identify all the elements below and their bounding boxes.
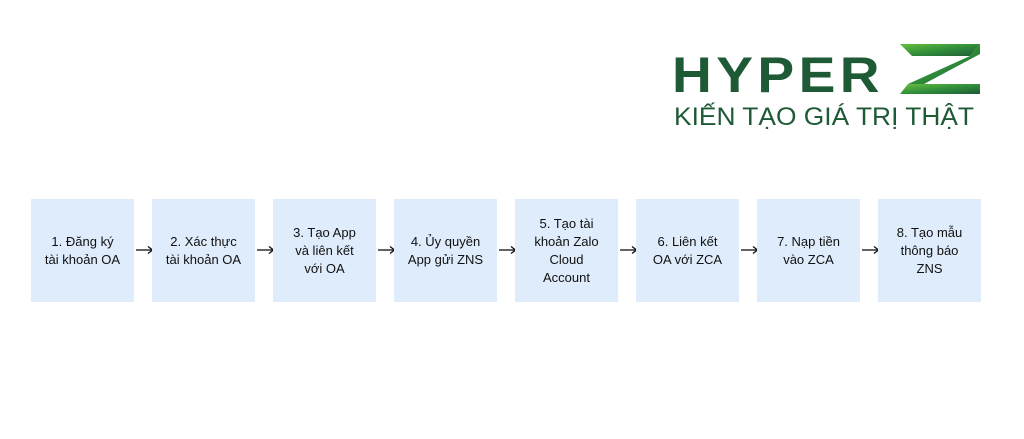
step-box-6: 6. Liên kết OA với ZCA <box>636 199 739 302</box>
step-label-8: 8. Tạo mẫu thông báo ZNS <box>896 224 963 276</box>
step-box-1: 1. Đăng ký tài khoản OA <box>31 199 134 302</box>
brand-name-left: HYPER <box>672 47 884 103</box>
step-box-7: 7. Nạp tiền vào ZCA <box>757 199 860 302</box>
step-box-3: 3. Tạo App và liên kết với OA <box>273 199 376 302</box>
brand-tagline: KIẾN TẠO GIÁ TRỊ THẬT <box>674 102 974 131</box>
step-label-5: 5. Tạo tài khoản Zalo Cloud Account <box>534 215 599 285</box>
step-box-8: 8. Tạo mẫu thông báo ZNS <box>878 199 981 302</box>
step-label-2: 2. Xác thực tài khoản OA <box>165 233 242 267</box>
hyperz-logo: HYPER Z KIẾN TẠO GIÁ TRỊ THẬT <box>668 38 984 134</box>
step-label-1: 1. Đăng ký tài khoản OA <box>44 233 121 267</box>
step-box-5: 5. Tạo tài khoản Zalo Cloud Account <box>515 199 618 302</box>
brand-z-mark: Z <box>900 44 980 94</box>
step-box-4: 4. Ủy quyền App gửi ZNS <box>394 199 497 302</box>
step-label-4: 4. Ủy quyền App gửi ZNS <box>407 233 484 267</box>
step-label-3: 3. Tạo App và liên kết với OA <box>293 224 356 276</box>
step-label-7: 7. Nạp tiền vào ZCA <box>777 233 840 267</box>
step-box-2: 2. Xác thực tài khoản OA <box>152 199 255 302</box>
step-label-6: 6. Liên kết OA với ZCA <box>652 233 723 267</box>
